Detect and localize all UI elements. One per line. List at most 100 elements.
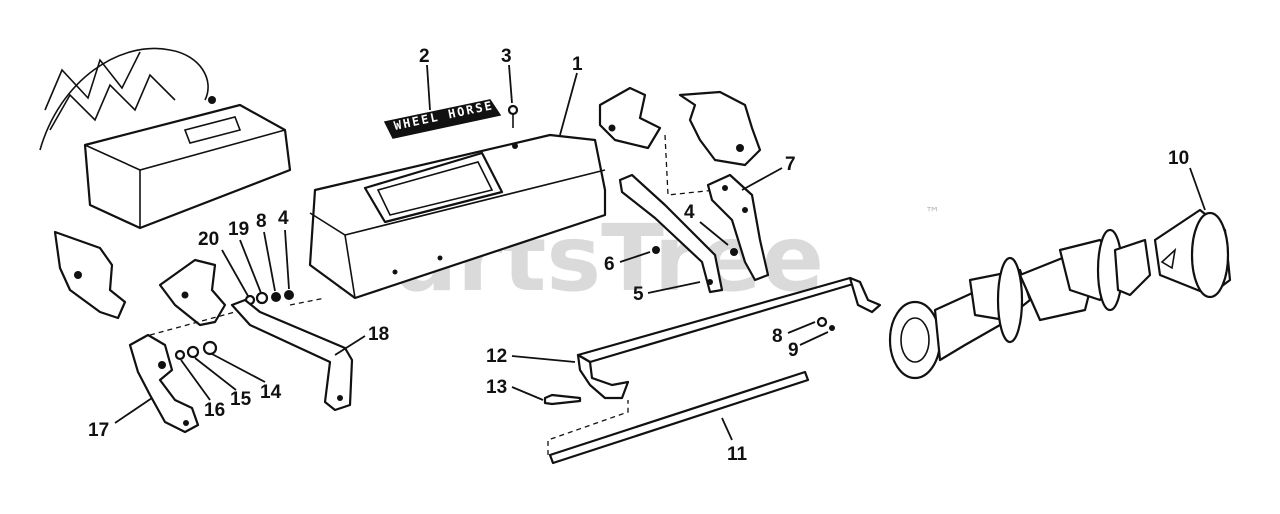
center-bracket-hole <box>181 291 189 299</box>
callout-11: 11 <box>727 444 748 465</box>
arm-18-hole <box>337 395 343 401</box>
shield-slot <box>183 116 242 144</box>
left-bracket-hole <box>74 271 82 279</box>
upper-right-brackets <box>598 86 762 196</box>
callout-10: 10 <box>1168 148 1189 169</box>
washer-8a <box>271 292 281 302</box>
leader-8a <box>263 231 276 292</box>
upper-bracket-b-hole <box>736 144 744 152</box>
support-arm-7-body <box>706 173 770 282</box>
callout-8-left: 8 <box>256 211 267 232</box>
frame-bar-12 <box>576 276 882 400</box>
main-shield-window <box>363 151 504 224</box>
frame-bar-end <box>848 276 882 314</box>
callout-4-left: 4 <box>278 208 289 229</box>
main-shield-corner <box>344 234 356 299</box>
washer-15 <box>186 345 200 359</box>
tine-sketch-2 <box>49 73 176 131</box>
leader-10 <box>1189 167 1206 211</box>
callout-14: 14 <box>260 382 282 403</box>
screw-3 <box>507 104 519 128</box>
support-arm-7 <box>706 173 770 282</box>
callout-8-right: 8 <box>772 326 783 347</box>
leader-lines <box>114 64 1206 441</box>
tine-hub-disc <box>888 300 942 380</box>
tine-blade-5 <box>1113 238 1152 297</box>
main-shield-rivet-1 <box>437 255 443 261</box>
tine-sketch-1 <box>39 47 209 151</box>
support-arm-7-hole-2 <box>742 207 748 213</box>
callout-20: 20 <box>198 229 219 250</box>
main-shield-body <box>308 133 607 300</box>
arm-5-hole <box>707 279 713 285</box>
leader-1 <box>559 72 578 136</box>
hub-cap-10 <box>1153 208 1232 299</box>
bolt-6 <box>652 246 660 254</box>
tine-assembly <box>888 228 1152 380</box>
leader-19 <box>239 239 262 294</box>
upper-bracket-a-hole <box>608 124 616 132</box>
nut-4a <box>284 290 294 300</box>
callout-18: 18 <box>368 324 389 345</box>
leader-4a <box>284 229 290 290</box>
screw-3-head <box>507 104 519 116</box>
callout-17: 17 <box>88 420 109 441</box>
upper-bracket-a <box>598 86 662 150</box>
trademark-symbol: ™ <box>925 204 940 222</box>
callout-19: 19 <box>228 219 249 240</box>
leader-9 <box>799 331 829 346</box>
leader-7 <box>741 167 783 191</box>
main-shield-rivet-2 <box>392 269 398 275</box>
callout-13: 13 <box>486 377 507 398</box>
leader-6 <box>619 251 651 263</box>
callout-numbers: 2 3 1 7 4 6 5 10 8 9 12 13 11 18 20 19 8… <box>88 46 1189 465</box>
leader-8b <box>787 321 816 334</box>
bolt-13-body <box>543 393 582 406</box>
arm-18 <box>230 298 354 412</box>
callout-4-right: 4 <box>684 202 695 223</box>
leader-20 <box>221 249 249 297</box>
hub-cap-star <box>1160 247 1177 270</box>
decal-plate <box>383 99 502 139</box>
bracket-dashline <box>664 134 716 196</box>
arm-5-body <box>618 173 724 294</box>
rod-11 <box>547 370 810 465</box>
rear-tine-shield <box>83 103 292 230</box>
callout-7: 7 <box>785 154 796 175</box>
callout-6: 6 <box>604 254 615 275</box>
leader-11 <box>721 417 733 441</box>
main-shield <box>308 133 607 300</box>
bolt-13 <box>543 393 582 406</box>
leader-14 <box>211 353 266 383</box>
arm-5 <box>618 173 724 294</box>
callout-1: 1 <box>572 54 583 75</box>
leader-16 <box>180 359 211 401</box>
leader-2 <box>426 64 431 111</box>
tine-spacer-1 <box>996 256 1024 344</box>
washer-14 <box>202 340 218 356</box>
frame-bar-bracket <box>576 353 630 400</box>
shield-bolt <box>208 96 216 104</box>
decal: WHEEL HORSE <box>383 98 502 139</box>
lever-dashline <box>149 311 236 336</box>
leader-15 <box>194 357 237 391</box>
hub-cap-rim <box>1190 211 1230 299</box>
left-bracket-plate <box>53 230 127 320</box>
callout-3: 3 <box>501 46 512 67</box>
washer-dashline <box>289 297 326 306</box>
rod-11-body <box>548 370 810 465</box>
lever-17 <box>128 333 200 434</box>
washer-4b <box>730 248 738 256</box>
leader-13 <box>511 386 544 401</box>
upper-bracket-b <box>678 90 762 167</box>
left-bracket <box>53 230 127 320</box>
callout-5: 5 <box>633 284 644 305</box>
callout-16: 16 <box>204 400 225 421</box>
leader-17 <box>114 397 153 424</box>
leader-3 <box>508 64 513 104</box>
nut-9 <box>829 325 835 331</box>
callout-15: 15 <box>230 389 252 410</box>
center-bracket <box>158 258 227 327</box>
callout-12: 12 <box>486 346 507 367</box>
